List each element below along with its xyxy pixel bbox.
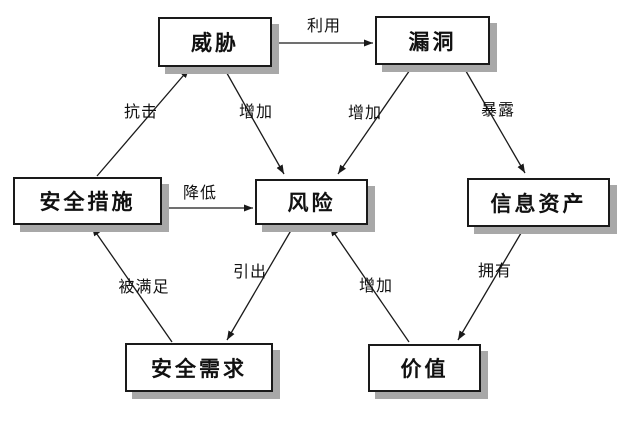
node-value: 价值	[368, 344, 481, 392]
edge-label-exploit: 利用	[306, 16, 342, 35]
edge-increase-threat-risk	[223, 67, 285, 175]
node-risk-label: 风险	[287, 191, 336, 215]
node-security-measures: 安全措施	[13, 177, 162, 225]
edge-expose	[462, 65, 526, 174]
node-vulnerability: 漏洞	[375, 16, 490, 65]
edge-label-increase-vuln-risk: 增加	[347, 103, 383, 122]
node-threat: 威胁	[158, 17, 272, 67]
edge-resist	[96, 68, 190, 177]
edge-own	[457, 227, 525, 341]
edge-label-leads-to: 引出	[232, 262, 268, 281]
edge-satisfied	[91, 226, 173, 343]
node-risk: 风险	[255, 179, 368, 225]
edge-label-increase-value-risk: 增加	[358, 276, 394, 295]
edge-label-satisfied: 被满足	[118, 277, 170, 296]
node-value-label: 价值	[400, 357, 449, 381]
node-security-requirements: 安全需求	[125, 343, 273, 392]
node-security-measures-label: 安全措施	[39, 190, 136, 214]
node-security-requirements-label: 安全需求	[151, 356, 247, 381]
edge-label-increase-threat-risk: 增加	[238, 102, 274, 121]
node-vulnerability-label: 漏洞	[408, 29, 457, 54]
node-threat-label: 威胁	[191, 31, 239, 55]
edge-label-own: 拥有	[477, 261, 513, 280]
edge-label-resist: 抗击	[123, 102, 159, 121]
node-information-assets: 信息资产	[467, 178, 610, 227]
edge-label-reduce: 降低	[182, 183, 218, 202]
node-information-assets-label: 信息资产	[490, 191, 587, 216]
edge-increase-vuln-risk	[337, 66, 413, 175]
edge-increase-value-risk	[329, 226, 410, 343]
edge-label-expose: 暴露	[480, 100, 516, 119]
edge-leads-to	[226, 226, 294, 341]
